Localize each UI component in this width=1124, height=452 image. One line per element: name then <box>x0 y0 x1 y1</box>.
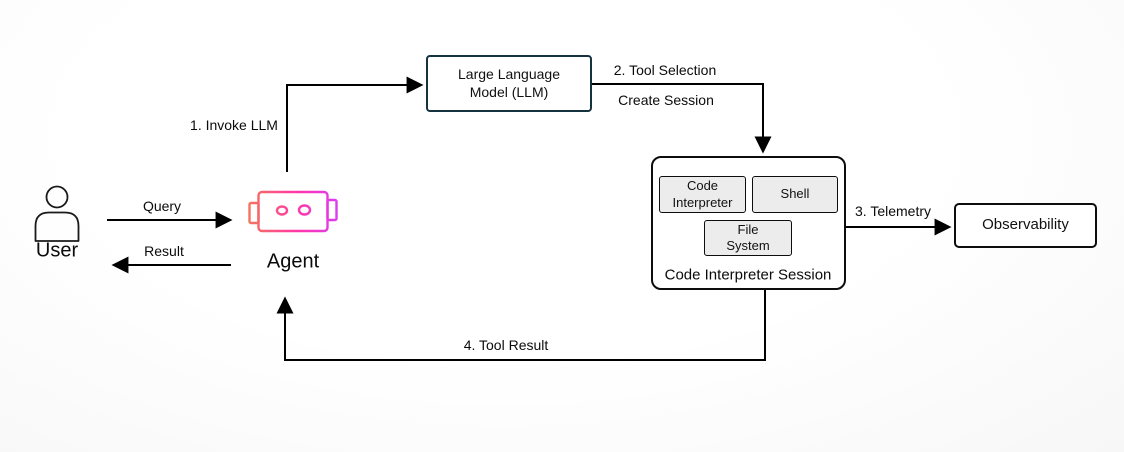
edge-tool-result <box>276 290 766 361</box>
observability-node: Observability <box>954 203 1097 248</box>
edge-label-tool-selection: 2. Tool Selection <box>613 62 717 78</box>
code-interpreter-node: Code Interpreter <box>659 176 746 213</box>
edge-label-result: Result <box>144 243 184 259</box>
edge-label-create-session: Create Session <box>618 92 714 108</box>
edge-label-query: Query <box>142 198 182 214</box>
person-outline-icon <box>34 185 80 242</box>
edge-label-invoke-llm: 1. Invoke LLM <box>190 117 278 133</box>
llm-node: Large Language Model (LLM) <box>426 55 592 112</box>
edge-label-tool-result: 4. Tool Result <box>463 337 549 353</box>
shell-node: Shell <box>752 176 838 213</box>
robot-icon <box>248 190 338 233</box>
agent-node-label: Agent <box>266 250 320 273</box>
user-node-label: User <box>35 239 79 262</box>
edge-tool-selection <box>592 83 772 154</box>
file-system-node: File System <box>704 220 792 256</box>
edge-label-telemetry: 3. Telemetry <box>855 203 931 219</box>
session-node-label: Code Interpreter Session <box>664 266 832 284</box>
edge-invoke-llm <box>286 76 424 172</box>
